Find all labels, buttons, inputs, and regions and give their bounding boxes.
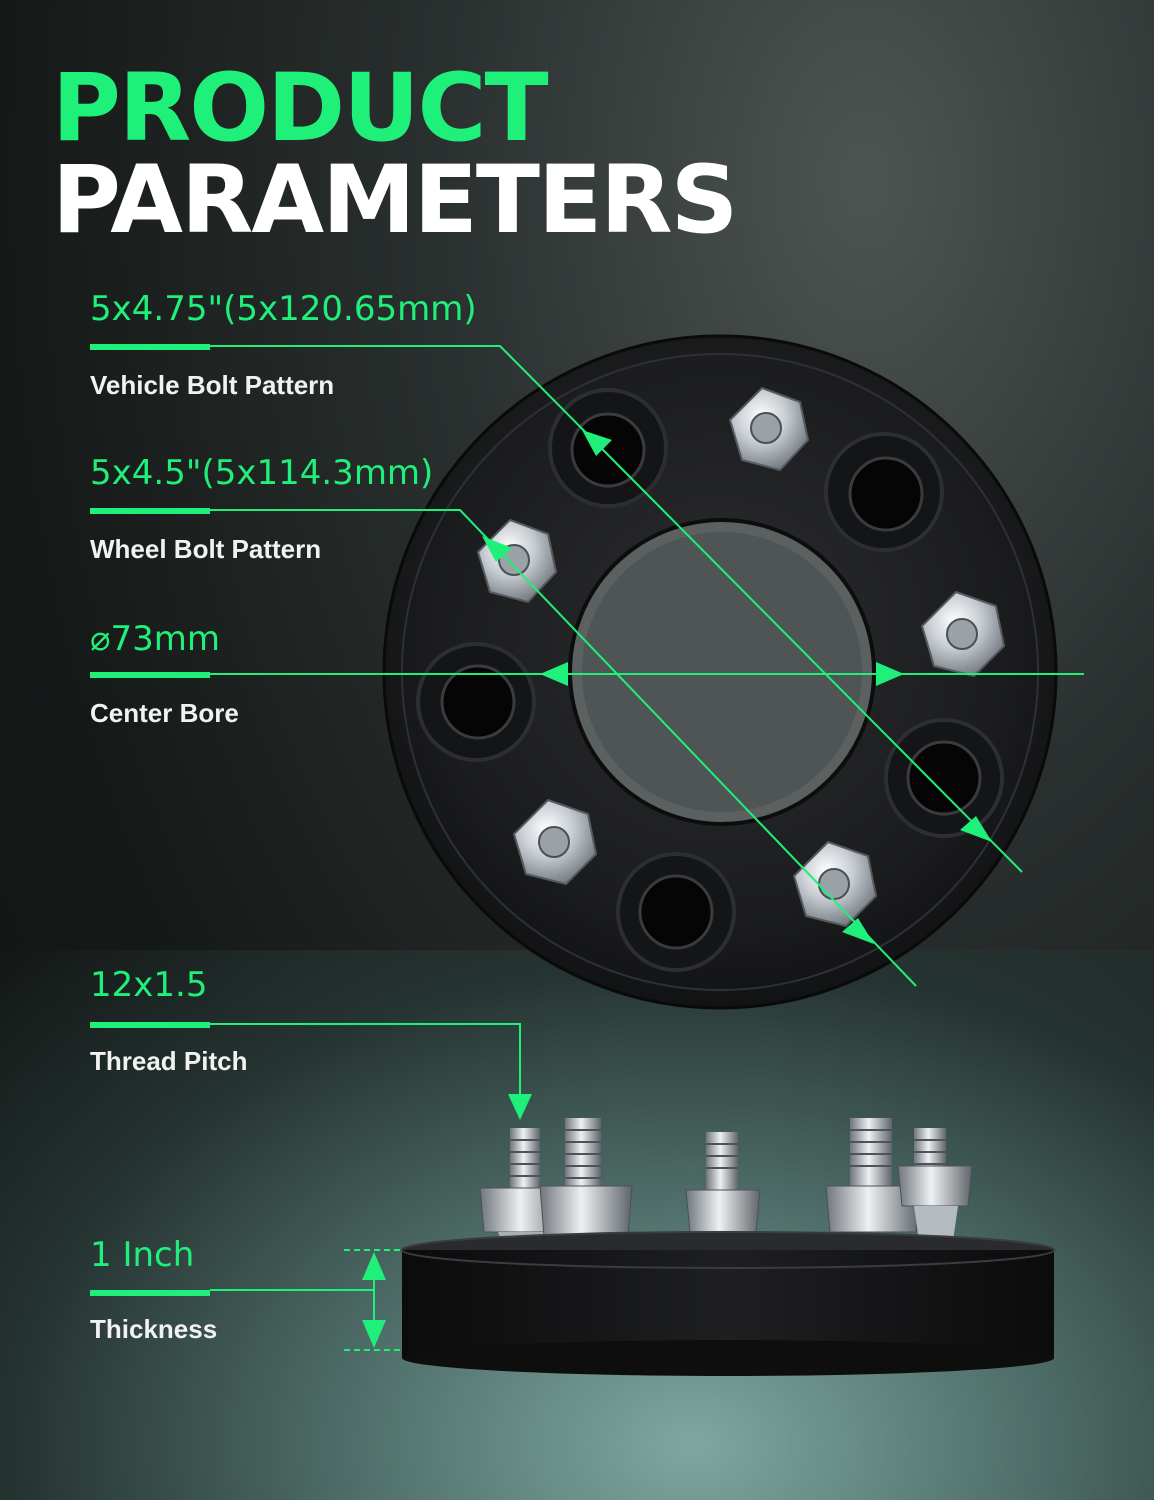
- center-bore-underline: [90, 672, 210, 678]
- thread-pitch-label: Thread Pitch: [90, 1046, 248, 1076]
- spacer-top-view: [382, 334, 1058, 1010]
- annotation-arrowheads: [362, 430, 992, 1348]
- bolt-hole: [416, 642, 536, 762]
- vehicle-bolt-pattern-label: Vehicle Bolt Pattern: [90, 370, 335, 400]
- vehicle-bolt-pattern-value: 5x4.75"(5x120.65mm): [90, 289, 477, 329]
- thread-pitch-underline: [90, 1022, 210, 1028]
- bolt-hole: [616, 852, 736, 972]
- thickness-underline: [90, 1290, 210, 1296]
- vehicle-bolt-pattern-underline: [90, 344, 210, 350]
- bolt-hole: [824, 432, 944, 552]
- thickness-value: 1 Inch: [90, 1235, 195, 1275]
- bolt-hole: [884, 718, 1004, 838]
- annotation-lines: [210, 345, 1084, 1351]
- lug-nut: [728, 386, 810, 472]
- title-line-1: PRODUCT: [52, 54, 549, 163]
- thickness-label: Thickness: [90, 1314, 218, 1344]
- center-bore-value: ⌀73mm: [90, 619, 220, 659]
- spacer-side-view: [401, 1118, 1055, 1376]
- center-bore-label: Center Bore: [90, 698, 239, 728]
- wheel-bolt-pattern-underline: [90, 508, 210, 514]
- bolt-hole: [548, 388, 668, 508]
- lug-nut: [476, 518, 558, 604]
- lug-nut: [512, 798, 598, 886]
- wheel-bolt-pattern-label: Wheel Bolt Pattern: [90, 534, 322, 564]
- wheel-bolt-pattern-value: 5x4.5"(5x114.3mm): [90, 453, 434, 493]
- title-line-2: PARAMETERS: [52, 146, 738, 255]
- thread-pitch-value: 12x1.5: [90, 965, 208, 1005]
- lug-nut: [920, 590, 1006, 678]
